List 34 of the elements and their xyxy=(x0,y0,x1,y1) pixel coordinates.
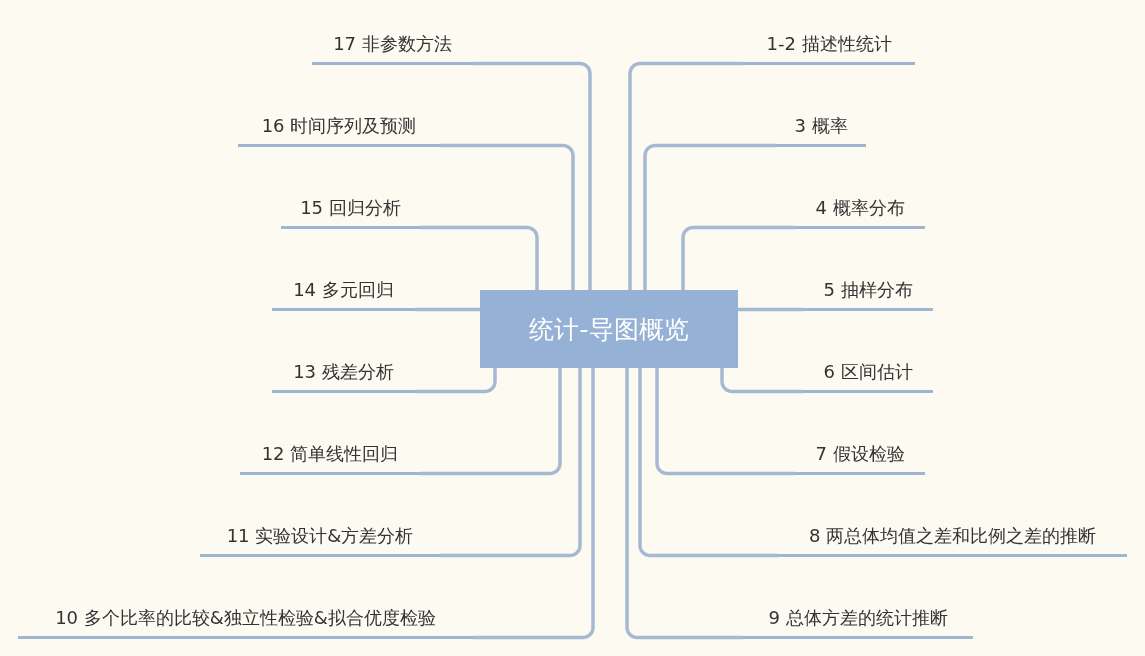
topic-text: 6 区间估计 xyxy=(823,360,913,384)
topic-text: 3 概率 xyxy=(794,114,848,138)
topic-text: 11 实验设计&方差分析 xyxy=(226,524,414,548)
central-topic-box xyxy=(480,290,738,368)
branch-connector xyxy=(628,61,743,290)
branch-connector xyxy=(473,61,592,290)
branch-connector xyxy=(738,307,803,312)
topic-text: 7 假设检验 xyxy=(815,442,905,466)
topic-text: 9 总体方差的统计推断 xyxy=(768,606,948,630)
topic-text: 5 抽样分布 xyxy=(823,278,913,302)
branch-connector xyxy=(420,225,539,290)
branch-connector xyxy=(655,368,795,476)
topic-text: 12 简单线性回归 xyxy=(261,442,399,466)
topic-text: 10 多个比率的比较&独立性检验&拟合优度检验 xyxy=(55,606,436,630)
topic-text: 8 两总体均值之差和比例之差的推断 xyxy=(808,524,1097,548)
branch-connector xyxy=(440,368,582,558)
topic-text: 15 回归分析 xyxy=(300,196,401,220)
branch-connector xyxy=(720,368,803,394)
branch-connector xyxy=(420,368,562,476)
branch-connector xyxy=(643,143,776,290)
topic-text: 13 残差分析 xyxy=(293,360,394,384)
topic-text: 17 非参数方法 xyxy=(333,32,452,56)
branch-connector xyxy=(473,368,595,640)
branch-connector xyxy=(638,368,778,558)
topic-text: 1-2 描述性统计 xyxy=(766,32,892,56)
topic-text: 4 概率分布 xyxy=(815,196,905,220)
central-topic-text: 统计-导图概览 xyxy=(529,313,689,346)
branch-connector xyxy=(440,143,575,290)
branch-connector xyxy=(681,225,795,290)
topic-text: 16 时间序列及预测 xyxy=(261,114,417,138)
branch-connector xyxy=(415,307,480,312)
topic-text: 14 多元回归 xyxy=(293,278,394,302)
branch-connector xyxy=(625,368,743,640)
branch-connector xyxy=(415,368,497,394)
